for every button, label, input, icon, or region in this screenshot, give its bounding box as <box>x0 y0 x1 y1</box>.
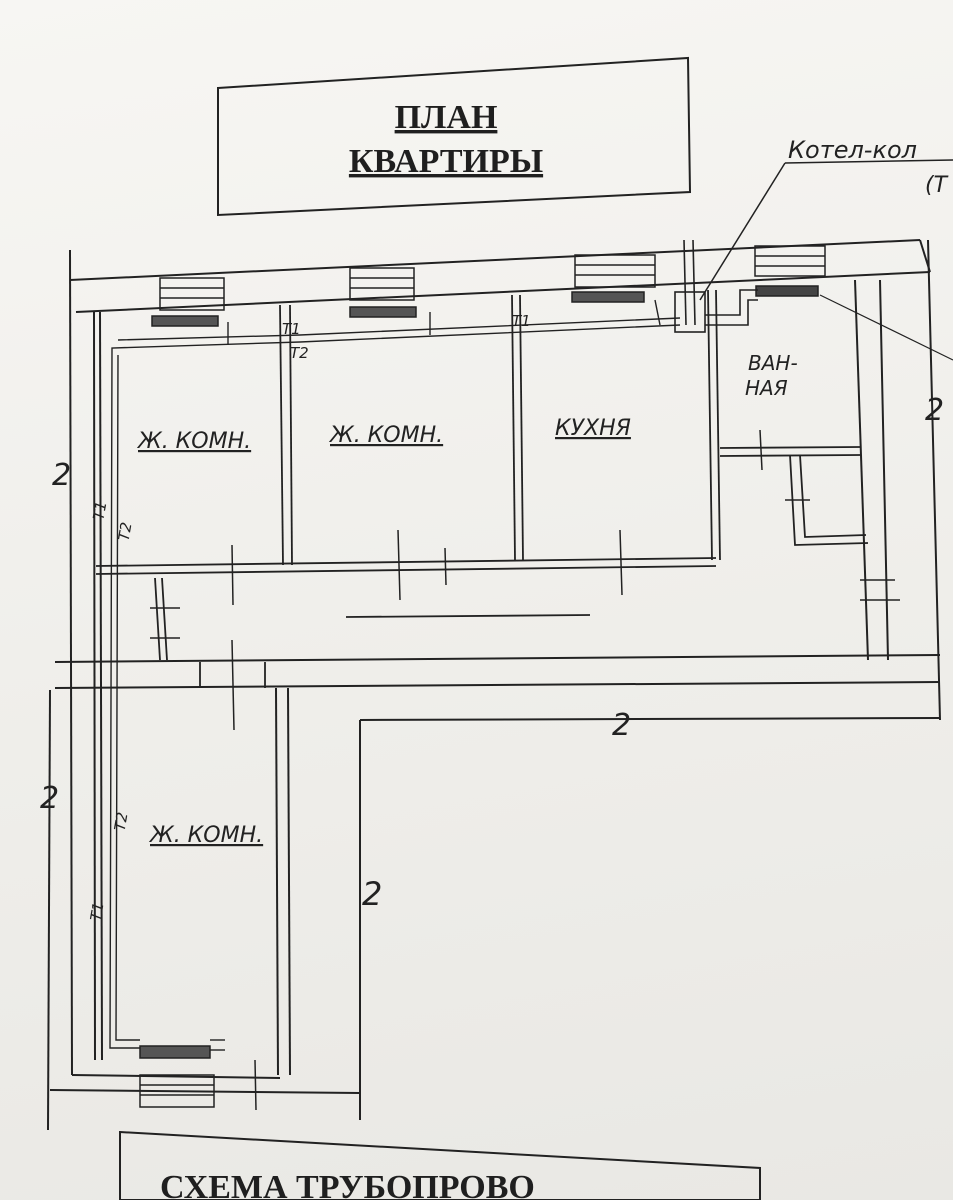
height-mark: 2 <box>52 458 71 493</box>
pipe-marks: Т1 Т2 Т1 Т1 Т2 Т2 Т1 <box>87 312 531 922</box>
room-labels: Ж. КОМН. Ж. КОМН. КУХНЯ ВАН- НАЯ Ж. КОМН… <box>136 351 798 848</box>
height-mark: 2 <box>362 875 382 913</box>
room-label-living-3: Ж. КОМН. <box>148 823 263 848</box>
boiler-label: Котел-кол <box>788 136 917 164</box>
boiler-annotation: Котел-кол (Т <box>699 136 953 361</box>
height-mark: 2 <box>612 708 631 743</box>
room-label-living-1: Ж. КОМН. <box>136 429 251 454</box>
bottom-heading-block: СХЕМА ТРУБОПРОВО <box>119 1130 761 1200</box>
bottom-heading: СХЕМА ТРУБОПРОВО <box>160 1169 535 1200</box>
pipe-mark-t2: Т2 <box>115 521 136 543</box>
height-marks: 2 2 2 2 2 <box>40 393 944 913</box>
boiler-unit <box>674 239 758 333</box>
windows <box>139 245 826 1108</box>
outer-walls <box>47 239 941 1131</box>
door-ticks <box>150 429 900 1111</box>
room-label-kitchen: КУХНЯ <box>555 416 631 441</box>
heating-pipes <box>109 299 681 1051</box>
radiators <box>139 285 819 1059</box>
interior-walls <box>95 289 869 688</box>
pipe-mark-t2: Т2 <box>290 344 309 362</box>
boiler-label-sub: (Т <box>925 173 949 198</box>
pipe-mark-t1: Т1 <box>89 500 110 522</box>
room-label-living-2: Ж. КОМН. <box>328 423 443 448</box>
room-label-bath-1: ВАН- <box>748 351 798 375</box>
height-mark: 2 <box>925 393 944 428</box>
height-mark: 2 <box>40 781 59 816</box>
pipe-mark-t1: Т1 <box>87 901 108 923</box>
title-block: ПЛАН КВАРТИРЫ <box>217 56 692 217</box>
room-label-bath-2: НАЯ <box>745 376 788 400</box>
pipe-mark-t1: Т1 <box>512 312 531 330</box>
plan-title-line2: КВАРТИРЫ <box>349 143 543 180</box>
plan-title-line1: ПЛАН <box>395 99 498 136</box>
pipe-mark-t1: Т1 <box>282 320 301 338</box>
pipe-mark-t2: Т2 <box>111 811 132 833</box>
